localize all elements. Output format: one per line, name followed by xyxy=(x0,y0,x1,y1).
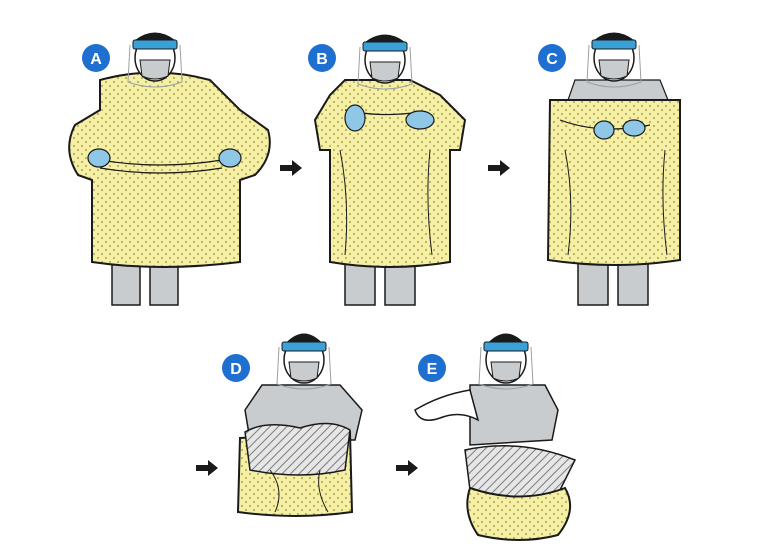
arrow-right-icon xyxy=(396,460,418,476)
step-d-badge: D xyxy=(222,354,250,382)
step-a-figure xyxy=(68,32,271,306)
glove-icon xyxy=(87,148,111,168)
glove-icon xyxy=(622,119,646,137)
glove-icon xyxy=(218,148,242,168)
step-b-figure xyxy=(313,34,467,306)
svg-text:D: D xyxy=(230,361,242,378)
svg-text:C: C xyxy=(546,51,558,68)
step-e-badge: E xyxy=(418,354,446,382)
glove-icon xyxy=(344,104,366,132)
svg-text:E: E xyxy=(427,361,438,378)
step-e-figure xyxy=(414,333,577,541)
step-d-figure xyxy=(236,333,363,517)
arrow-right-icon xyxy=(488,160,510,176)
step-a-badge: A xyxy=(82,44,110,72)
svg-text:A: A xyxy=(90,51,102,68)
arrow-right-icon xyxy=(196,460,218,476)
svg-text:B: B xyxy=(316,51,328,68)
glove-icon xyxy=(593,120,615,140)
step-b-badge: B xyxy=(308,44,336,72)
glove-icon xyxy=(405,110,435,130)
step-c-figure xyxy=(546,32,681,306)
step-c-badge: C xyxy=(538,44,566,72)
arrow-right-icon xyxy=(280,160,302,176)
